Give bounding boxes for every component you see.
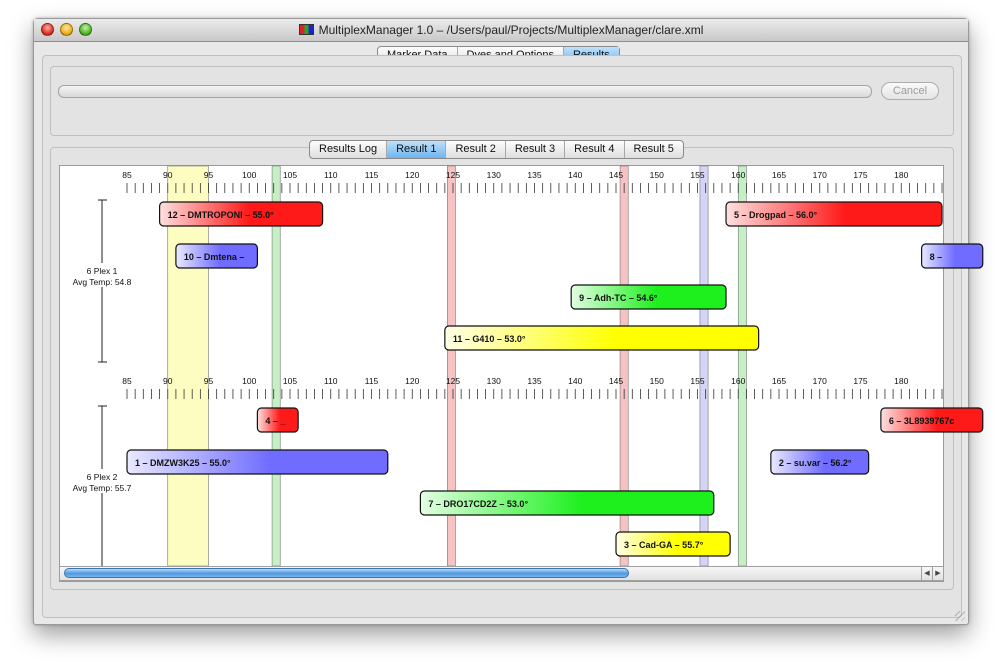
- multiplex-chart: 85 90 95 100 105 110 115 120 125 130 135 140 145 150 1…: [59, 165, 984, 582]
- plex-avg-temp: Avg Temp: 55.7: [73, 483, 132, 493]
- tab-result-1[interactable]: Result 1: [387, 141, 447, 158]
- axis-tick-label: 125: [446, 376, 460, 386]
- marker-label: 1 – DMZW3K25 – 55.0°: [135, 458, 231, 468]
- axis-tick-label: 135: [527, 376, 541, 386]
- plex-name: 6 Plex 2: [87, 472, 118, 482]
- app-window: MultiplexManager 1.0 – /Users/paul/Proje…: [33, 18, 984, 625]
- marker-label: 3 – Cad-GA – 55.7°: [624, 540, 704, 550]
- marker-label: 5 – Drogpad – 56.0°: [734, 210, 818, 220]
- marker-bar[interactable]: [770, 449, 870, 475]
- axis-tick-label: 165: [772, 170, 786, 180]
- result-tab-bar: Results Log Result 1 Result 2 Result 3 R…: [309, 140, 684, 159]
- axis-tick-label: 115: [365, 376, 379, 386]
- axis-tick-label: 175: [853, 376, 867, 386]
- cancel-button[interactable]: Cancel: [881, 82, 939, 100]
- axis-tick-label: 85: [122, 376, 132, 386]
- axis-tick-label: 100: [242, 376, 256, 386]
- app-icon: [298, 24, 314, 35]
- tab-results-log[interactable]: Results Log: [310, 141, 388, 158]
- resize-grip-icon[interactable]: [955, 611, 965, 621]
- marker-bar[interactable]: [880, 407, 984, 433]
- axis-tick-label: 170: [813, 170, 827, 180]
- axis-tick-label: 125: [446, 170, 460, 180]
- scroll-right-icon[interactable]: ▶: [932, 567, 943, 580]
- marker-label: 11 – G410 – 53.0°: [453, 334, 526, 344]
- marker-bar[interactable]: [158, 201, 324, 227]
- marker-bar[interactable]: [921, 243, 984, 269]
- axis-tick-label: 120: [405, 170, 419, 180]
- axis-tick-label: 135: [527, 170, 541, 180]
- axis-tick-label: 160: [731, 376, 745, 386]
- title-bar[interactable]: MultiplexManager 1.0 – /Users/paul/Proje…: [34, 19, 968, 42]
- axis-tick-label: 105: [283, 170, 297, 180]
- progress-bar: [58, 85, 872, 98]
- axis-tick-label: 140: [568, 170, 582, 180]
- axis-tick-label: 155: [690, 170, 704, 180]
- highlight-band: [167, 165, 209, 567]
- marker-bar[interactable]: [615, 531, 731, 557]
- marker-bar[interactable]: [175, 243, 259, 269]
- marker-label: 12 – DMTROPONI – 55.0°: [168, 210, 275, 220]
- marker-bar[interactable]: [444, 325, 760, 351]
- progress-group: [50, 66, 954, 136]
- axis-tick-label: 105: [283, 376, 297, 386]
- marker-label: 2 – su.var – 56.2°: [779, 458, 852, 468]
- axis-tick-label: 160: [731, 170, 745, 180]
- axis-tick-label: 95: [204, 376, 214, 386]
- axis-tick-label: 95: [204, 170, 214, 180]
- axis-tick-label: 140: [568, 376, 582, 386]
- tab-result-3[interactable]: Result 3: [506, 141, 566, 158]
- zoom-window-icon[interactable]: [79, 23, 92, 36]
- marker-label: 6 – 3L8939767c: [889, 416, 955, 426]
- axis-tick-label: 145: [609, 376, 623, 386]
- axis-tick-label: 110: [324, 376, 338, 386]
- marker-bar[interactable]: [725, 201, 943, 227]
- axis-tick-label: 165: [772, 376, 786, 386]
- minimize-window-icon[interactable]: [60, 23, 73, 36]
- tab-result-4[interactable]: Result 4: [565, 141, 625, 158]
- plex-name: 6 Plex 1: [87, 266, 118, 276]
- window-title: MultiplexManager 1.0 – /Users/paul/Proje…: [318, 23, 704, 37]
- axis-tick-label: 130: [487, 376, 501, 386]
- axis-tick-label: 100: [242, 170, 256, 180]
- axis-tick-label: 120: [405, 376, 419, 386]
- tab-result-5[interactable]: Result 5: [633, 143, 674, 155]
- marker-bar[interactable]: [419, 490, 715, 516]
- axis-tick-label: 130: [487, 170, 501, 180]
- axis-tick-label: 180: [894, 376, 908, 386]
- plex-avg-temp: Avg Temp: 54.8: [73, 277, 132, 287]
- horizontal-scrollbar[interactable]: ◀ ▶: [59, 566, 944, 581]
- multiplex-chart-svg: 85 90 95 100 105 110 115 120 125 130 135 140 145 150 1…: [73, 165, 984, 569]
- axis-tick-label: 175: [853, 170, 867, 180]
- close-window-icon[interactable]: [41, 23, 54, 36]
- axis-tick-label: 180: [894, 170, 908, 180]
- marker-label: 9 – Adh-TC – 54.6°: [579, 293, 658, 303]
- scroll-left-icon[interactable]: ◀: [921, 567, 932, 580]
- marker-label: 4 – _: [265, 416, 286, 426]
- axis-tick-label: 150: [650, 376, 664, 386]
- axis-tick-label: 90: [163, 376, 173, 386]
- axis-tick-label: 90: [163, 170, 173, 180]
- marker-bar[interactable]: [256, 407, 299, 433]
- marker-bar[interactable]: [570, 284, 727, 310]
- tab-result-2[interactable]: Result 2: [446, 141, 506, 158]
- axis-tick-label: 170: [813, 376, 827, 386]
- axis-tick-label: 110: [324, 170, 338, 180]
- axis-tick-label: 115: [365, 170, 379, 180]
- scroll-thumb[interactable]: [64, 568, 629, 578]
- marker-label: 10 – Dmtena –: [184, 252, 245, 262]
- axis-tick-label: 85: [122, 170, 132, 180]
- plex-label-bg: [82, 263, 122, 287]
- marker-label: 8 –: [930, 252, 943, 262]
- marker-label: 7 – DRO17CD2Z – 53.0°: [428, 499, 528, 509]
- plex-label-bg: [82, 469, 122, 493]
- axis-tick-label: 155: [690, 376, 704, 386]
- marker-bar[interactable]: [126, 449, 389, 475]
- axis-tick-label: 150: [650, 170, 664, 180]
- axis-tick-label: 145: [609, 170, 623, 180]
